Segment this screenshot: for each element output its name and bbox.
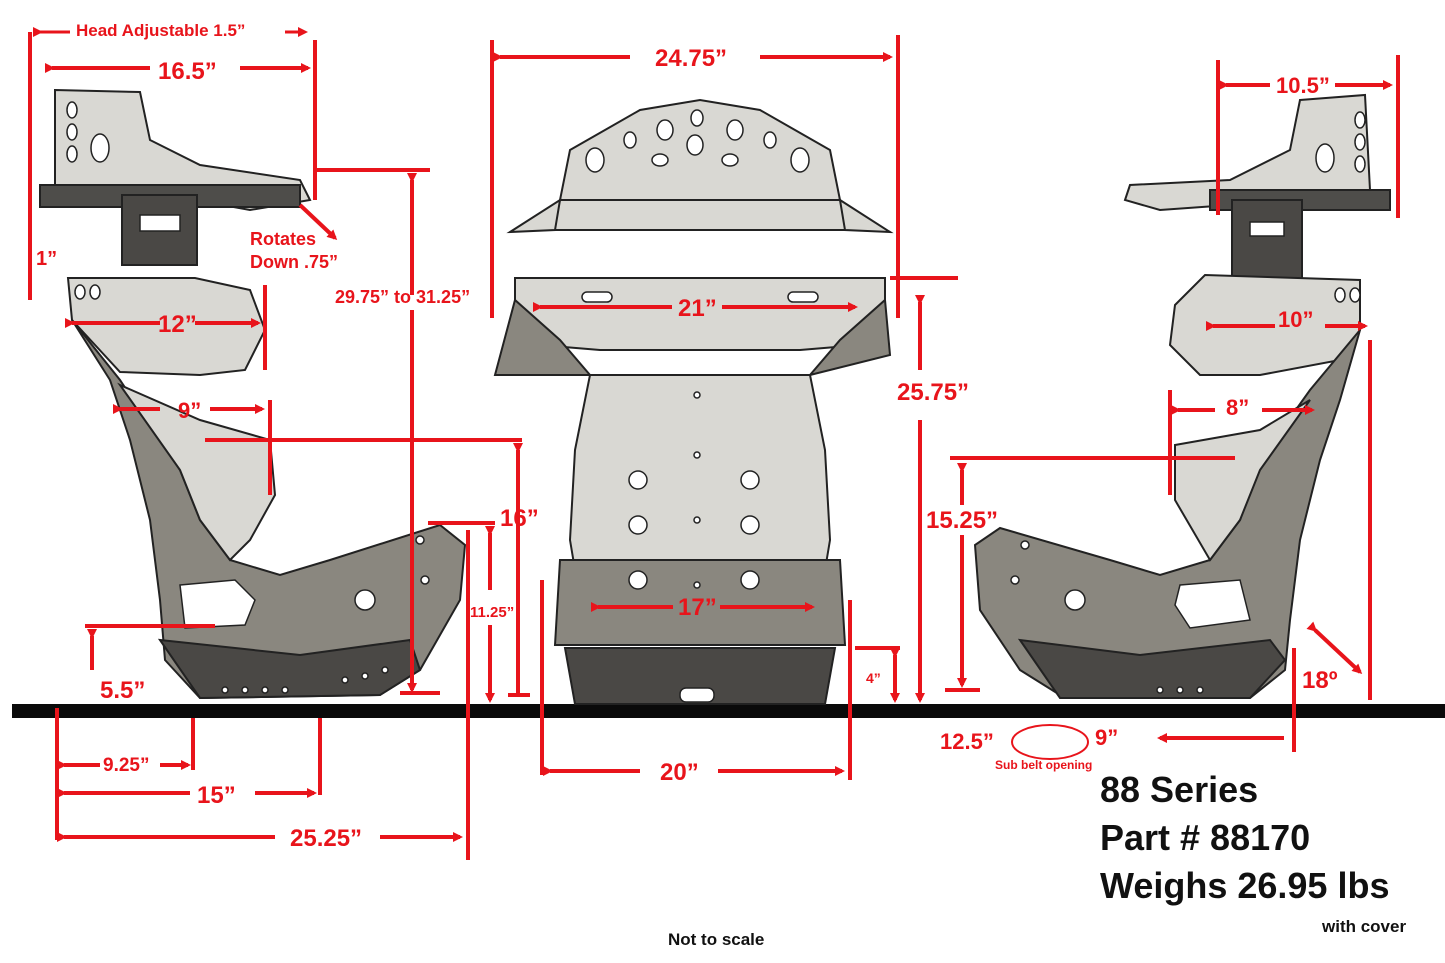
four-label: 4”	[866, 670, 881, 686]
front-lower-body	[553, 559, 847, 646]
top-width-label: 24.75”	[655, 45, 727, 72]
series-title: 88 Series	[1100, 769, 1258, 810]
part-number: Part # 88170	[1100, 817, 1310, 858]
eight-label: 8”	[1226, 395, 1249, 420]
base-width-label: 20”	[660, 759, 699, 786]
right-height-label: 15.25”	[926, 507, 998, 534]
front-head-bracket-left	[506, 197, 562, 234]
weight-text: Weighs 26.95 lbs	[1100, 865, 1389, 906]
right-dimensions	[945, 55, 1400, 760]
height-range-label: 29.75” to 31.25”	[335, 287, 470, 307]
rotates-label-1: Rotates	[250, 229, 316, 249]
front-left-shoulder	[493, 298, 593, 376]
nine-label: 9”	[178, 398, 201, 423]
sub-right-label: 9”	[1095, 725, 1118, 750]
sub-belt-opening-ellipse	[1011, 724, 1089, 760]
left-belt-slot	[179, 579, 256, 629]
left-dimensions	[28, 27, 530, 860]
twenty-five-25-label: 25.25”	[290, 825, 362, 852]
front-head-bracket-right	[838, 197, 894, 234]
left-shoulder-wing	[66, 277, 267, 377]
sub-belt-label: Sub belt opening	[995, 758, 1092, 772]
eleven-label: 11.25”	[470, 604, 514, 621]
front-head-lower	[548, 199, 852, 231]
one-inch-label: 1”	[36, 248, 57, 270]
head-width-label: 16.5”	[158, 58, 217, 85]
head-adjustable-label: Head Adjustable 1.5”	[76, 21, 245, 40]
nine-25-label: 9.25”	[103, 755, 149, 776]
sub-left-label: 12.5”	[940, 729, 994, 754]
five-five-label: 5.5”	[100, 677, 145, 704]
shoulder-width-label: 21”	[678, 295, 717, 322]
left-seat-back-panel	[117, 382, 277, 562]
right-head-wing	[1123, 93, 1372, 212]
front-dimensions	[490, 35, 958, 780]
ground-line	[12, 704, 1445, 718]
left-side-seat	[39, 88, 467, 700]
front-base	[563, 647, 837, 705]
sixteen-label: 16”	[500, 505, 539, 532]
right-belt-slot	[1174, 579, 1251, 629]
front-right-shoulder	[807, 297, 892, 377]
right-shoulder-label: 10”	[1278, 307, 1313, 332]
left-seat-bottom	[157, 638, 422, 700]
scale-note: Not to scale	[668, 930, 764, 949]
fifteen-label: 15”	[197, 782, 236, 809]
right-seat-back-panel	[1174, 399, 1311, 562]
right-head-width-label: 10.5”	[1276, 73, 1330, 98]
front-height-label: 25.75”	[897, 379, 969, 406]
right-seat-bottom	[1017, 638, 1287, 699]
right-side-seat	[973, 93, 1391, 700]
angle-label: 18º	[1302, 667, 1338, 694]
hip-width-label: 17”	[678, 594, 717, 621]
shoulder-left-label: 12”	[158, 311, 197, 338]
cover-note: with cover	[1321, 917, 1406, 936]
front-seat	[493, 98, 894, 705]
rotates-label-2: Down .75”	[250, 252, 338, 272]
